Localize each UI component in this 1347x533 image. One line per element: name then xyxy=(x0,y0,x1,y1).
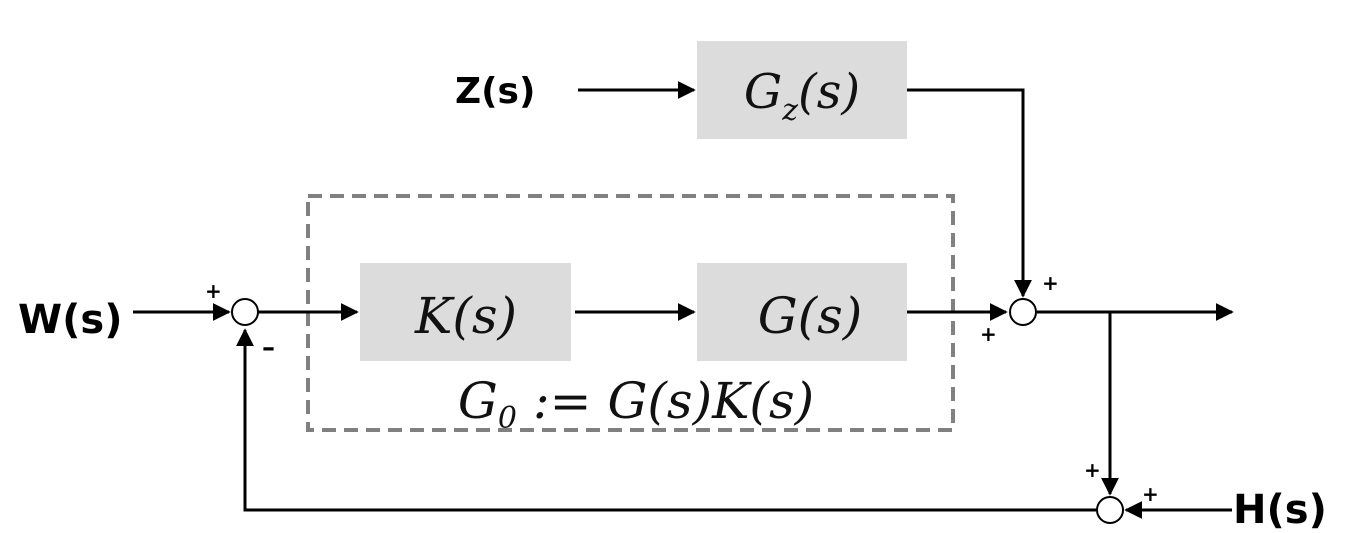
k-block-label: K(s) xyxy=(414,287,517,345)
sum1-minus-sign: – xyxy=(262,333,275,363)
feedback-wire xyxy=(236,328,1096,512)
g-block-label: G(s) xyxy=(758,287,863,345)
sum-junction-2 xyxy=(1009,298,1037,326)
gz-block xyxy=(697,41,907,139)
g-block xyxy=(697,263,907,361)
w-input-label: W(s) xyxy=(18,297,123,343)
g0-label: G0 := G(s)K(s) xyxy=(458,372,814,436)
z-input-label: Z(s) xyxy=(455,71,535,112)
gz-to-sum2-wire xyxy=(907,88,1032,298)
sum-junction-3 xyxy=(1096,496,1124,524)
gz-block-label: Gz(s) xyxy=(744,64,860,128)
sum3-top-plus-sign: + xyxy=(1084,458,1101,482)
sum2-left-plus-sign: + xyxy=(980,322,997,346)
sum2-top-plus-sign: + xyxy=(1042,271,1059,295)
h-input-label: H(s) xyxy=(1233,487,1327,533)
sum-junction-1 xyxy=(231,298,259,326)
k-block xyxy=(360,263,571,361)
sum3-right-plus-sign: + xyxy=(1142,482,1159,506)
sum1-plus-sign: + xyxy=(205,279,222,303)
